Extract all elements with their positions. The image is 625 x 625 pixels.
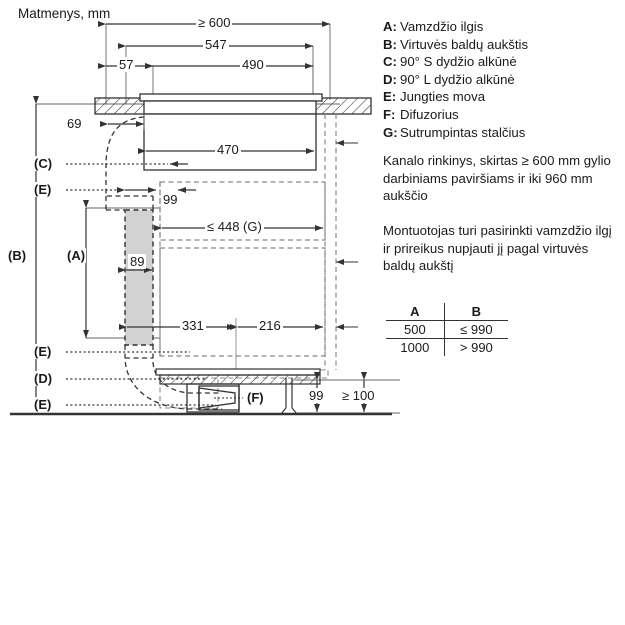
legend-item-b: B: Virtuvės baldų aukštis: [383, 36, 623, 54]
dim-label-600: ≥ 600: [196, 15, 233, 30]
legend-value-b: Virtuvės baldų aukštis: [400, 36, 529, 52]
legend-item-c: C: 90° S dydžio alkūnė: [383, 53, 623, 71]
note-paragraph-duct-kit: Kanalo rinkinys, skirtas ≥ 600 mm gylio …: [383, 153, 611, 204]
dim-label-99-upper: 99: [161, 192, 180, 207]
legend-item-e: E: Jungties mova: [383, 88, 623, 106]
table-header-b: B: [471, 304, 482, 319]
legend-list: A: Vamzdžio ilgis B: Virtuvės baldų aukš…: [383, 18, 623, 141]
table-row: 500 ≤ 990: [386, 320, 508, 339]
page-title: Matmenys, mm: [18, 6, 111, 21]
dim-69-line: [100, 114, 145, 130]
dim-label-69: 69: [65, 116, 84, 131]
callout-label-F: (F): [246, 390, 265, 405]
hob-body: [143, 100, 317, 171]
callout-label-D: (D): [33, 371, 54, 386]
dim-label-470: 470: [215, 142, 241, 157]
callout-label-E3: (E): [33, 397, 53, 412]
legend-value-d: 90° L dydžio alkūnė: [400, 71, 515, 87]
table-cell-b-2: > 990: [459, 340, 493, 355]
legend-value-c: 90° S dydžio alkūnė: [400, 54, 517, 70]
table-header-a: A: [386, 303, 445, 321]
dim-label-216: 216: [257, 318, 283, 333]
callout-label-E2: (E): [33, 344, 53, 359]
legend-value-e: Jungties mova: [400, 89, 486, 105]
legend-key-f: F:: [383, 106, 396, 122]
legend-value-g: Sutrumpintas stalčius: [400, 124, 526, 140]
legend-key-b: B:: [383, 36, 397, 52]
table-row: 1000 > 990: [386, 338, 508, 356]
dim-label-99-lower: 99: [307, 388, 326, 403]
table-header-row: A B: [386, 303, 508, 321]
legend-item-f: F: Difuzorius: [383, 106, 623, 124]
vertical-duct-pipe: [124, 209, 154, 346]
callout-label-A: (A): [66, 248, 87, 263]
legend-key-g: G:: [383, 124, 398, 140]
elbow-dashed-lower: [124, 345, 222, 410]
elbow-dashed-upper: [105, 116, 154, 211]
hob-top-plate: [139, 93, 323, 102]
legend-key-a: A:: [383, 19, 397, 34]
legend-item-g: G: Sutrumpintas stalčius: [383, 124, 623, 142]
table-cell-a-2: 1000: [386, 338, 445, 356]
callout-label-B: (B): [7, 248, 28, 263]
legend-key-e: E:: [383, 89, 397, 105]
legend-item-d: D: 90° L dydžio alkūnė: [383, 71, 623, 89]
dim-label-89: 89: [128, 254, 147, 269]
callout-label-E1: (E): [33, 182, 53, 197]
table-cell-a-1: 500: [386, 320, 445, 339]
dim-label-448-G: ≤ 448 (G): [205, 219, 264, 234]
dim-label-57: 57: [117, 57, 136, 72]
bottom-shelf-hatched: [155, 368, 321, 385]
callout-arrow-heads: [170, 161, 196, 193]
dim-label-331: 331: [180, 318, 206, 333]
legend-value-a: Vamzdžio ilgis: [400, 19, 484, 34]
ab-reference-table: A B 500 ≤ 990 1000 > 990: [386, 303, 508, 356]
note-paragraph-installer: Montuotojas turi pasirinkti vamzdžio ilg…: [383, 223, 612, 274]
legend-value-f: Difuzorius: [400, 106, 459, 122]
dim-label-490: 490: [240, 57, 266, 72]
legend-key-c: C:: [383, 54, 397, 70]
callout-label-C: (C): [33, 156, 54, 171]
legend-item-a: A: Vamzdžio ilgis: [383, 18, 623, 36]
dim-label-100: ≥ 100: [340, 388, 377, 403]
duct-interior-pointers: [336, 140, 358, 330]
legend-key-d: D:: [383, 71, 397, 87]
dim-label-547: 547: [203, 37, 229, 52]
table-cell-b-1: ≤ 990: [460, 322, 493, 337]
callout-leader-lines: [66, 163, 216, 406]
